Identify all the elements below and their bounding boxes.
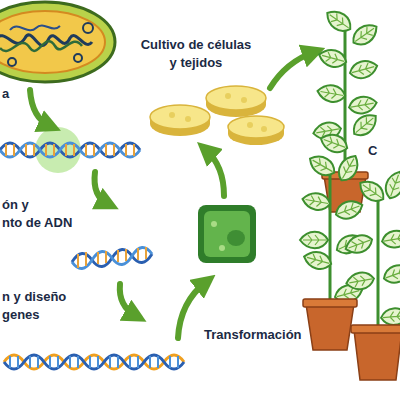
dna-designed-genes: [4, 355, 184, 369]
step-label-box: n y diseño genes: [0, 288, 68, 324]
step-label: n y diseño genes: [0, 288, 68, 324]
step-label: ón y nto de ADN: [0, 196, 74, 232]
dna-extraction: [0, 127, 140, 173]
dna-isolated: [72, 247, 152, 269]
step-label: a: [0, 85, 11, 103]
step-label-box: Cultivo de células y tejidos: [139, 36, 254, 72]
step-label: C: [366, 142, 379, 160]
step-label-box: Transformación: [202, 325, 304, 344]
bacterium: [0, 2, 115, 82]
petri-dishes: [150, 86, 284, 145]
plant-cell: [198, 205, 256, 263]
step-label-box: C: [366, 141, 379, 160]
step-label-box: ón y nto de ADN: [0, 196, 74, 232]
transgenic-plants: [300, 151, 400, 380]
step-label: Cultivo de células y tejidos: [139, 36, 254, 72]
process-arrows: [30, 52, 314, 338]
step-label-box: a: [0, 84, 11, 103]
step-label: Transformación: [202, 326, 304, 344]
